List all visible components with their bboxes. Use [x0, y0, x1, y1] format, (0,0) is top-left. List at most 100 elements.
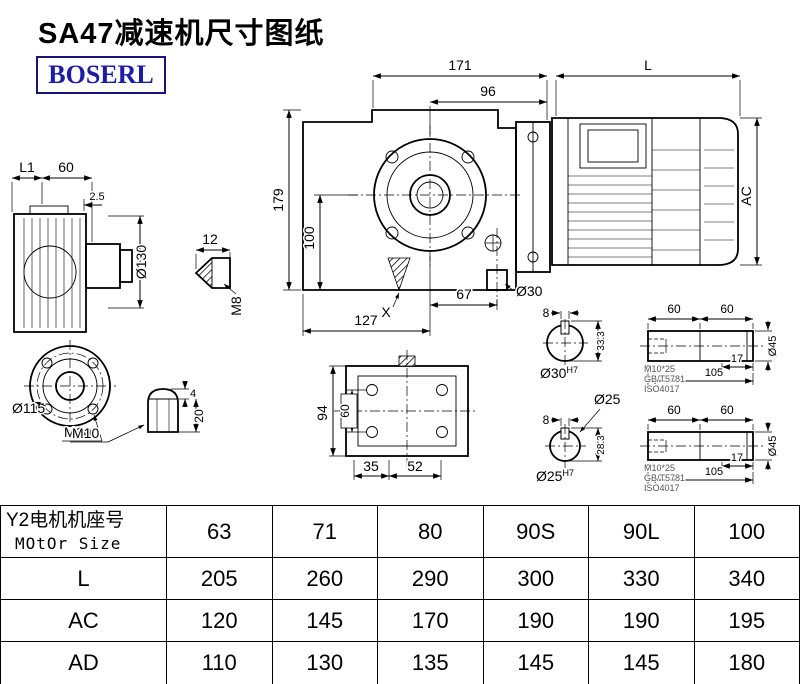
value-cell: 145	[271, 599, 378, 642]
table-row-AC: AC 120 145 170 190 190 195	[0, 599, 800, 642]
value-cell: 110	[166, 641, 273, 684]
label-x: X	[381, 304, 391, 320]
value-cell: 260	[271, 557, 378, 600]
value-cell: 195	[693, 599, 800, 642]
dim-60-shaft-l1: 60	[667, 403, 681, 417]
label-m10x25-lower: M10*25	[644, 463, 675, 473]
label-m8: M8	[228, 296, 244, 316]
value-cell: 205	[166, 557, 273, 600]
technical-drawing: 171 L 96 179 100 67 Ø30 127 X AC	[11, 56, 781, 495]
value-cell: 170	[377, 599, 484, 642]
size-cell: 80	[377, 505, 484, 558]
size-cell: 63	[166, 505, 273, 558]
label-d130: Ø130	[133, 245, 149, 279]
label-gb-lower: GB/T5781	[644, 473, 685, 483]
dim-d45-upper: Ø45	[767, 336, 779, 357]
left-side-view: L1 60 2.5 Ø130	[11, 158, 151, 333]
label-m10-plug: M10	[72, 425, 99, 441]
dim-20: 20	[192, 409, 206, 423]
row-label: AC	[0, 599, 167, 642]
dim-96: 96	[480, 83, 496, 99]
shaft-side-lower: 60 60 17 105 Ø45 M10*25 GB/T5781 ISO4017	[640, 402, 781, 494]
row-label: L	[0, 557, 167, 600]
value-cell: 300	[482, 557, 589, 600]
size-cell: 71	[271, 505, 378, 558]
label-d30h7: Ø30H7	[540, 365, 578, 381]
label-d25: Ø25	[594, 391, 621, 407]
dim-17-lower: 17	[731, 452, 743, 464]
label-iso-upper: ISO4017	[644, 384, 680, 394]
dim-AC: AC	[738, 186, 754, 205]
brand-logo-text: BOSERL	[48, 60, 154, 89]
value-cell: 145	[588, 641, 695, 684]
value-cell: 120	[166, 599, 273, 642]
dim-L: L	[644, 57, 652, 73]
terminal-box	[579, 123, 647, 169]
dim-4: 4	[190, 388, 196, 400]
value-cell: 290	[377, 557, 484, 600]
shaft-bore-lower: 8 28.3 Ø25 Ø25H7	[535, 390, 623, 486]
value-cell: 130	[271, 641, 378, 684]
flange-view: Ø115 M10	[11, 340, 116, 442]
dim-8-upper: 8	[543, 306, 550, 320]
dim-179: 179	[270, 188, 286, 212]
value-cell: 330	[588, 557, 695, 600]
label-m10-flange: M10	[64, 424, 91, 440]
dim-d45-lower: Ø45	[767, 436, 779, 457]
dim-127: 127	[354, 312, 378, 328]
dim-105-lower: 105	[705, 466, 723, 478]
dim-171: 171	[448, 57, 472, 73]
label-iso-lower: ISO4017	[644, 483, 680, 493]
motor-size-label-en: MOtOr Size	[15, 533, 122, 553]
size-cell: 90S	[482, 505, 589, 558]
page-title: SA47减速机尺寸图纸	[38, 18, 325, 50]
shaft-bore-upper: 8 33.3 Ø30H7	[539, 305, 609, 383]
dim-17-upper: 17	[731, 353, 743, 365]
table-header-row: Y2电机机座号 MOtOr Size 63 71 80 90S 90L 100	[0, 505, 800, 558]
dim-105-upper: 105	[705, 367, 723, 379]
dim-33-3: 33.3	[596, 331, 607, 351]
brand-logo: BOSERL	[36, 56, 166, 94]
dim-94: 94	[314, 405, 330, 421]
value-cell: 135	[377, 641, 484, 684]
dim-100: 100	[301, 226, 317, 250]
table-row-L: L 205 260 290 300 330 340	[0, 557, 800, 600]
dim-L1: L1	[19, 159, 35, 175]
label-m10x25-upper: M10*25	[644, 364, 675, 374]
dim-60-shaft-u2: 60	[720, 302, 734, 316]
dim-60-shaft-l2: 60	[720, 403, 734, 417]
value-cell: 190	[588, 599, 695, 642]
table-row-AD: AD 110 130 135 145 145 180	[0, 641, 800, 684]
value-cell: 180	[693, 641, 800, 684]
motor-size-header-cell: Y2电机机座号 MOtOr Size	[0, 505, 167, 558]
main-dimensions: 171 L 96 179 100 67 Ø30 127 X AC	[269, 56, 762, 336]
size-cell: 90L	[588, 505, 695, 558]
dim-12: 12	[202, 231, 218, 247]
dim-8-lower: 8	[543, 413, 550, 427]
shaft-side-upper: 60 60 17 105 Ø45 M10*25 GB/T5781 ISO4017	[640, 301, 781, 395]
motor-fins	[568, 149, 734, 258]
dim-2-5: 2.5	[89, 191, 104, 203]
size-cell: 100	[693, 505, 800, 558]
dim-52: 52	[407, 458, 423, 474]
label-gb-upper: GB/T5781	[644, 374, 685, 384]
dim-28-3: 28.3	[596, 435, 607, 455]
value-cell: 145	[482, 641, 589, 684]
label-d115: Ø115	[12, 400, 45, 416]
value-cell: 340	[693, 557, 800, 600]
dimension-table: Y2电机机座号 MOtOr Size 63 71 80 90S 90L 100 …	[0, 505, 800, 684]
key-detail: 12 M8	[194, 230, 246, 317]
front-view	[302, 109, 551, 306]
motor-view	[551, 117, 739, 266]
label-d25h7: Ø25H7	[536, 468, 574, 484]
row-label: AD	[0, 641, 167, 684]
plug-detail: 4 20 M10	[70, 381, 208, 443]
motor-size-label-cn: Y2电机机座号	[6, 509, 125, 531]
dim-60-left: 60	[58, 159, 74, 175]
value-cell: 190	[482, 599, 589, 642]
dim-67: 67	[456, 286, 472, 302]
bottom-view: 94 60 35 52	[313, 350, 478, 480]
dim-60-bottom: 60	[338, 404, 352, 418]
dim-60-shaft-u1: 60	[667, 302, 681, 316]
